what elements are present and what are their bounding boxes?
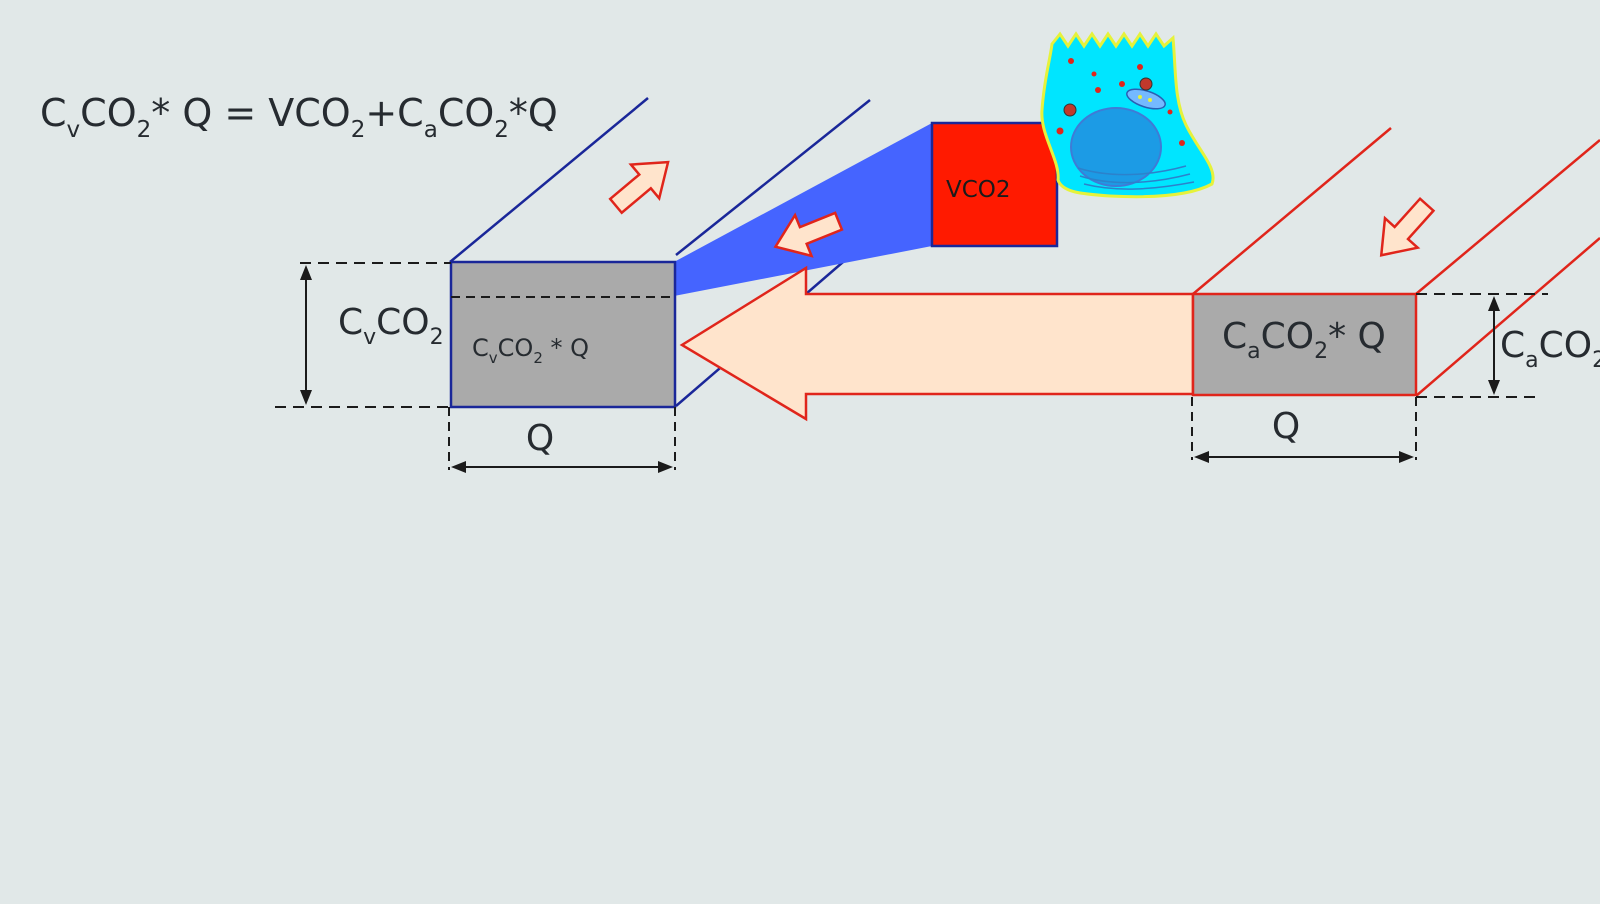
- arterial-width-dimension: [1191, 397, 1417, 463]
- arterial-height-dimension: [1416, 293, 1548, 398]
- arterial-inflow-arrow: [1363, 188, 1445, 272]
- venous-content-label: CvCO2 * Q: [472, 334, 589, 367]
- venous-outflow-arrow: [600, 144, 684, 224]
- arterial-channel-right-top-edge: [1415, 139, 1600, 295]
- venous-width-dimension: [448, 407, 676, 473]
- venous-width-label: Q: [526, 418, 554, 459]
- venous-height-dimension: [275, 262, 451, 408]
- mass-balance-equation: CvCO2* Q = VCO2+CaCO2*Q: [40, 91, 558, 143]
- arterial-channel-right-bottom-edge: [1415, 237, 1600, 397]
- arterial-content-label: CaCO2* Q: [1222, 316, 1386, 364]
- tissue-cell-icon: [1040, 31, 1215, 199]
- venous-channel-right-top-edge: [675, 99, 871, 256]
- vco2-production-box: [930, 121, 1059, 248]
- venous-channel-left-edge: [449, 97, 649, 263]
- vco2-inflow-wedge: [674, 123, 932, 296]
- vco2-label: VCO2: [946, 177, 1011, 203]
- arterial-channel: [1192, 127, 1600, 397]
- venous-height-label: CvCO2: [338, 302, 444, 350]
- venous-co2-block: [449, 260, 677, 409]
- arterial-height-label: CaCO2: [1500, 325, 1600, 373]
- arterial-co2-block: [1191, 292, 1418, 397]
- arterial-channel-left-edge: [1192, 127, 1392, 295]
- blood-flow-arrow: [679, 265, 1195, 422]
- arterial-width-label: Q: [1272, 406, 1300, 447]
